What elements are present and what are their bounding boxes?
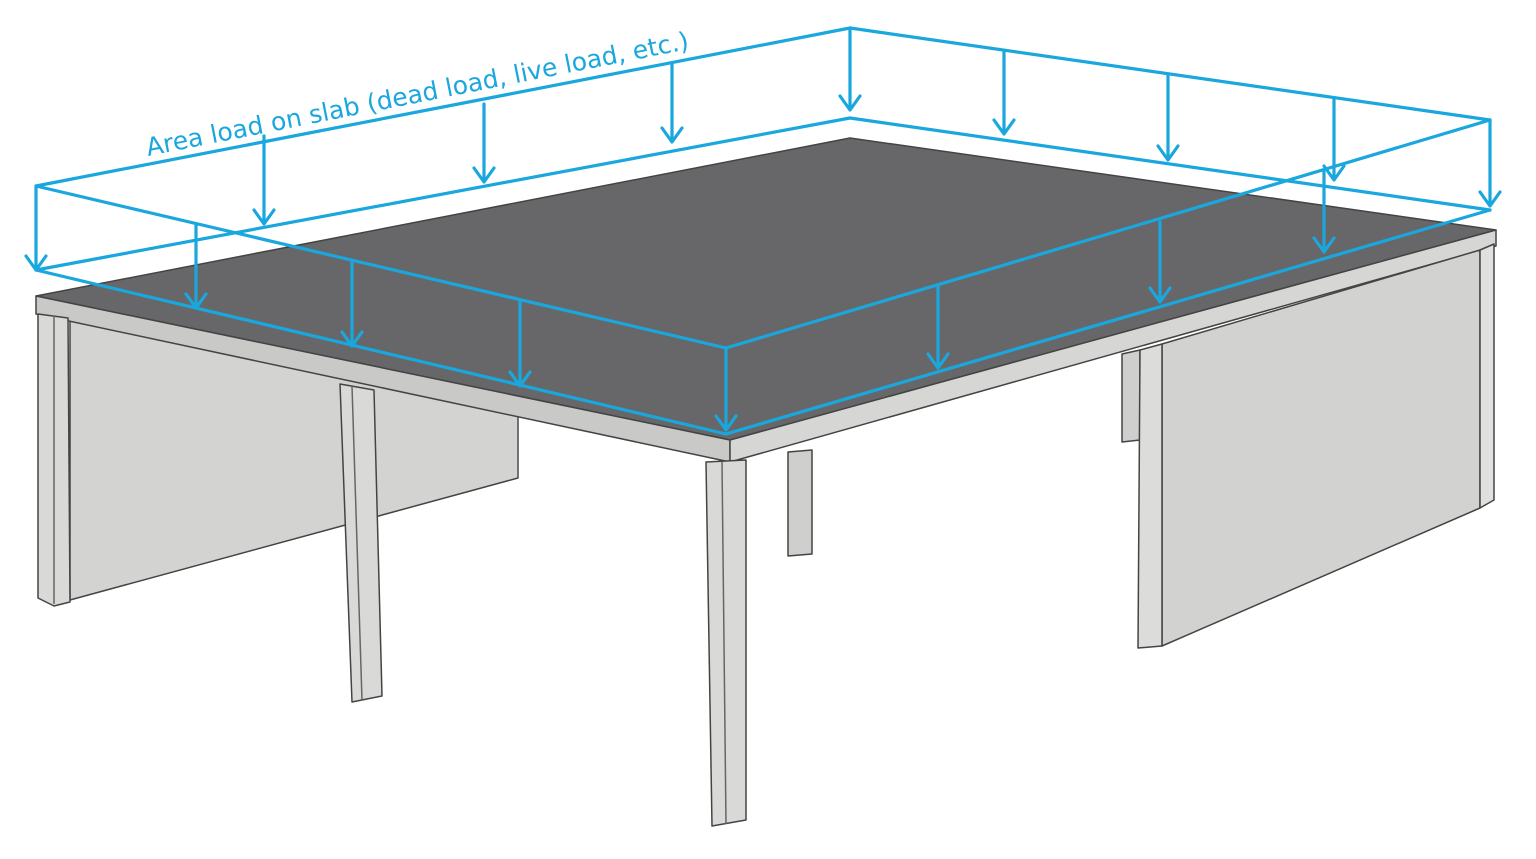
right-wall-edge-column — [1137, 343, 1163, 649]
slab — [35, 137, 1497, 463]
back-middle-column — [787, 449, 813, 557]
load-arrow — [508, 298, 532, 388]
load-arrow — [660, 62, 684, 144]
load-arrow — [1156, 74, 1180, 162]
load-arrows — [24, 26, 1502, 432]
front-structure — [37, 243, 1495, 827]
load-arrow — [926, 284, 950, 370]
back-right-column — [1121, 349, 1141, 443]
load-bottom-back-edge — [34, 116, 1492, 272]
load-arrow — [252, 134, 276, 226]
load-arrow — [1312, 170, 1336, 254]
load-arrow — [1322, 96, 1346, 182]
load-arrow — [472, 102, 496, 184]
front-left-column — [339, 383, 383, 703]
load-label: Area load on slab (dead load, live load,… — [144, 26, 692, 162]
load-arrow — [1148, 220, 1172, 304]
load-arrow — [714, 346, 738, 432]
right-wall-far-edge — [1479, 243, 1495, 509]
load-arrow — [838, 26, 862, 112]
load-arrow — [1478, 118, 1502, 208]
slab-front-right-edge — [729, 229, 1497, 463]
load-arrow — [992, 50, 1016, 136]
load-arrow — [184, 222, 208, 310]
load-bottom-front-edge — [34, 208, 1492, 436]
load-arrow — [340, 260, 364, 348]
corner-column — [705, 459, 747, 827]
load-arrow — [24, 184, 48, 272]
